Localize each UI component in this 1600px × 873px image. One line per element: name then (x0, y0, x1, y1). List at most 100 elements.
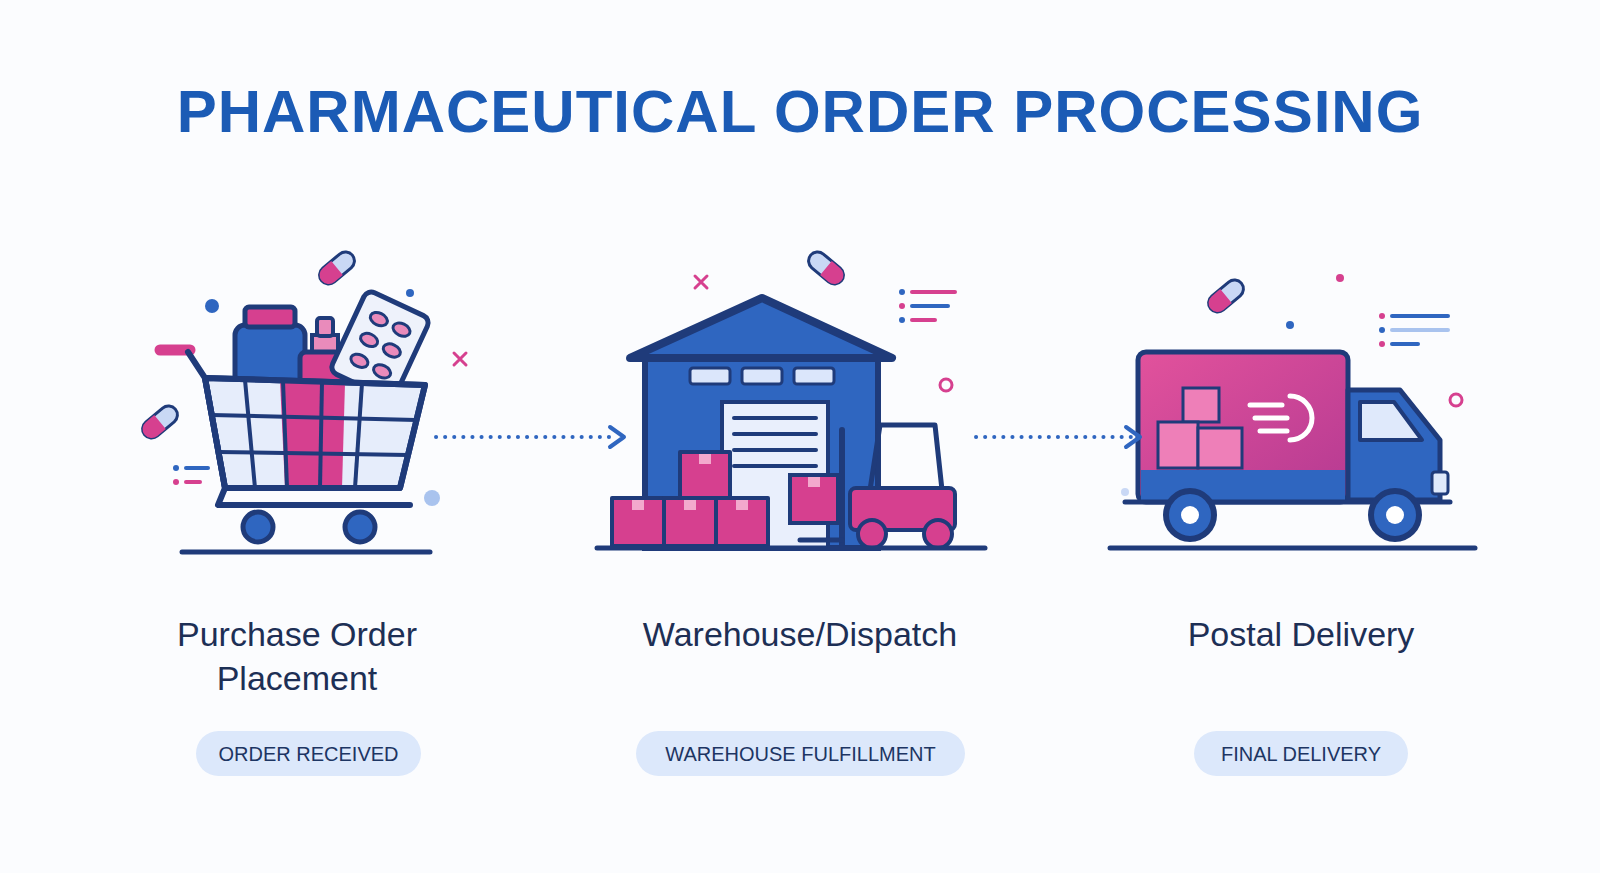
status-pill: FINAL DELIVERY (1194, 731, 1408, 776)
truck-icon (1181, 506, 1199, 524)
pill-text: WAREHOUSE FULFILLMENT (665, 742, 935, 766)
dot-decoration (940, 379, 952, 391)
list-decoration (173, 479, 179, 485)
cart-icon (212, 415, 416, 420)
list-decoration (1379, 327, 1385, 333)
cart-icon (160, 345, 190, 356)
cart-icon (245, 380, 255, 488)
dotted-connector (976, 435, 1134, 439)
status-pill: ORDER RECEIVED (196, 731, 421, 776)
truck-icon (1158, 422, 1198, 468)
truck-icon (1348, 390, 1440, 500)
warehouse-icon (612, 498, 664, 546)
warehouse-icon (645, 352, 878, 548)
capsule-decoration (1205, 276, 1247, 316)
capsule-decoration (316, 261, 343, 288)
warehouse-icon (734, 448, 816, 452)
list-decoration (186, 466, 208, 470)
stage-group: Warehouse/Dispatch (624, 240, 976, 710)
sparkle-decoration (695, 276, 707, 288)
capsule-decoration (139, 402, 181, 442)
dotted-connector (436, 435, 618, 439)
cart-icon (243, 512, 273, 542)
dot-decoration (1121, 488, 1129, 496)
capsule-decoration (139, 415, 166, 442)
truck-icon (1110, 352, 1475, 548)
truck-icon (1250, 403, 1282, 408)
truck-icon (1432, 472, 1448, 494)
cart-icon (205, 378, 425, 488)
dot-decoration (1450, 394, 1462, 406)
warehouse-icon (597, 546, 985, 551)
capsule-decoration (1205, 289, 1232, 316)
warehouse-icon (597, 298, 985, 548)
list-decoration (899, 317, 905, 323)
warehouse-icon (870, 425, 942, 490)
capsule-decoration (139, 248, 1247, 442)
capsule-decoration (1205, 276, 1247, 316)
truck-icon (1360, 402, 1422, 440)
warehouse-icon (632, 500, 644, 510)
warehouse-icon (800, 538, 842, 543)
warehouse-icon (684, 500, 696, 510)
capsule-decoration (316, 248, 358, 288)
truck-icon (1250, 405, 1287, 431)
cart-icon (205, 378, 425, 488)
list-decoration (1392, 328, 1448, 332)
label-area: Purchase Order Placement (138, 612, 456, 700)
cart-icon (368, 310, 389, 328)
capsule-decoration (139, 402, 181, 442)
warehouse-icon (734, 418, 816, 466)
flow-arrow (436, 427, 624, 447)
warehouse-icon (630, 298, 892, 358)
dot-decoration (406, 289, 414, 297)
status-pill: WAREHOUSE FULFILLMENT (636, 731, 965, 776)
warehouse-icon (734, 464, 816, 468)
list-decoration (899, 289, 905, 295)
truck-icon (1138, 352, 1348, 502)
truck-icon (1183, 388, 1219, 422)
truck-icon (1158, 388, 1242, 468)
warehouse-icon (734, 432, 816, 436)
dot-decoration (1286, 321, 1294, 329)
truck-icon (1290, 396, 1312, 440)
flow-arrow (976, 427, 1140, 447)
truck-icon (1110, 546, 1475, 551)
truck-icon (1198, 428, 1242, 468)
truck-icon (1260, 429, 1287, 434)
warehouse-icon (736, 500, 748, 510)
list-decoration (1392, 314, 1448, 318)
stage-label: Postal Delivery (1188, 612, 1415, 656)
label-area: Postal Delivery (1120, 612, 1482, 656)
arrow-head (1126, 427, 1140, 447)
dot-decoration (205, 274, 1462, 506)
cart-icon (355, 383, 362, 488)
warehouse-icon (808, 477, 820, 487)
cart-icon (182, 550, 430, 555)
cart-icon (205, 378, 425, 488)
warehouse-icon (612, 452, 768, 546)
cart-icon (317, 318, 333, 336)
cart-icon (381, 341, 402, 359)
cart-icon (320, 382, 322, 488)
truck-icon (1255, 416, 1287, 421)
warehouse-icon (742, 368, 782, 384)
arrow-head (610, 427, 624, 447)
capsule-decoration (805, 248, 847, 288)
list-decoration (912, 318, 935, 322)
main-title: PHARMACEUTICAL ORDER PROCESSING (0, 72, 1600, 152)
cart-icon (245, 307, 295, 327)
warehouse-icon (632, 454, 748, 510)
truck-icon (1166, 491, 1214, 539)
truck-icon (1386, 506, 1404, 524)
sparkle-decoration (454, 276, 707, 365)
cart-icon (160, 289, 431, 552)
truck-icon (1371, 491, 1419, 539)
cart-icon (280, 381, 345, 488)
cart-icon (345, 512, 375, 542)
cart-icon (283, 381, 287, 488)
warehouse-icon (699, 454, 711, 464)
warehouse-icon (690, 368, 730, 384)
warehouse-icon (716, 498, 768, 546)
